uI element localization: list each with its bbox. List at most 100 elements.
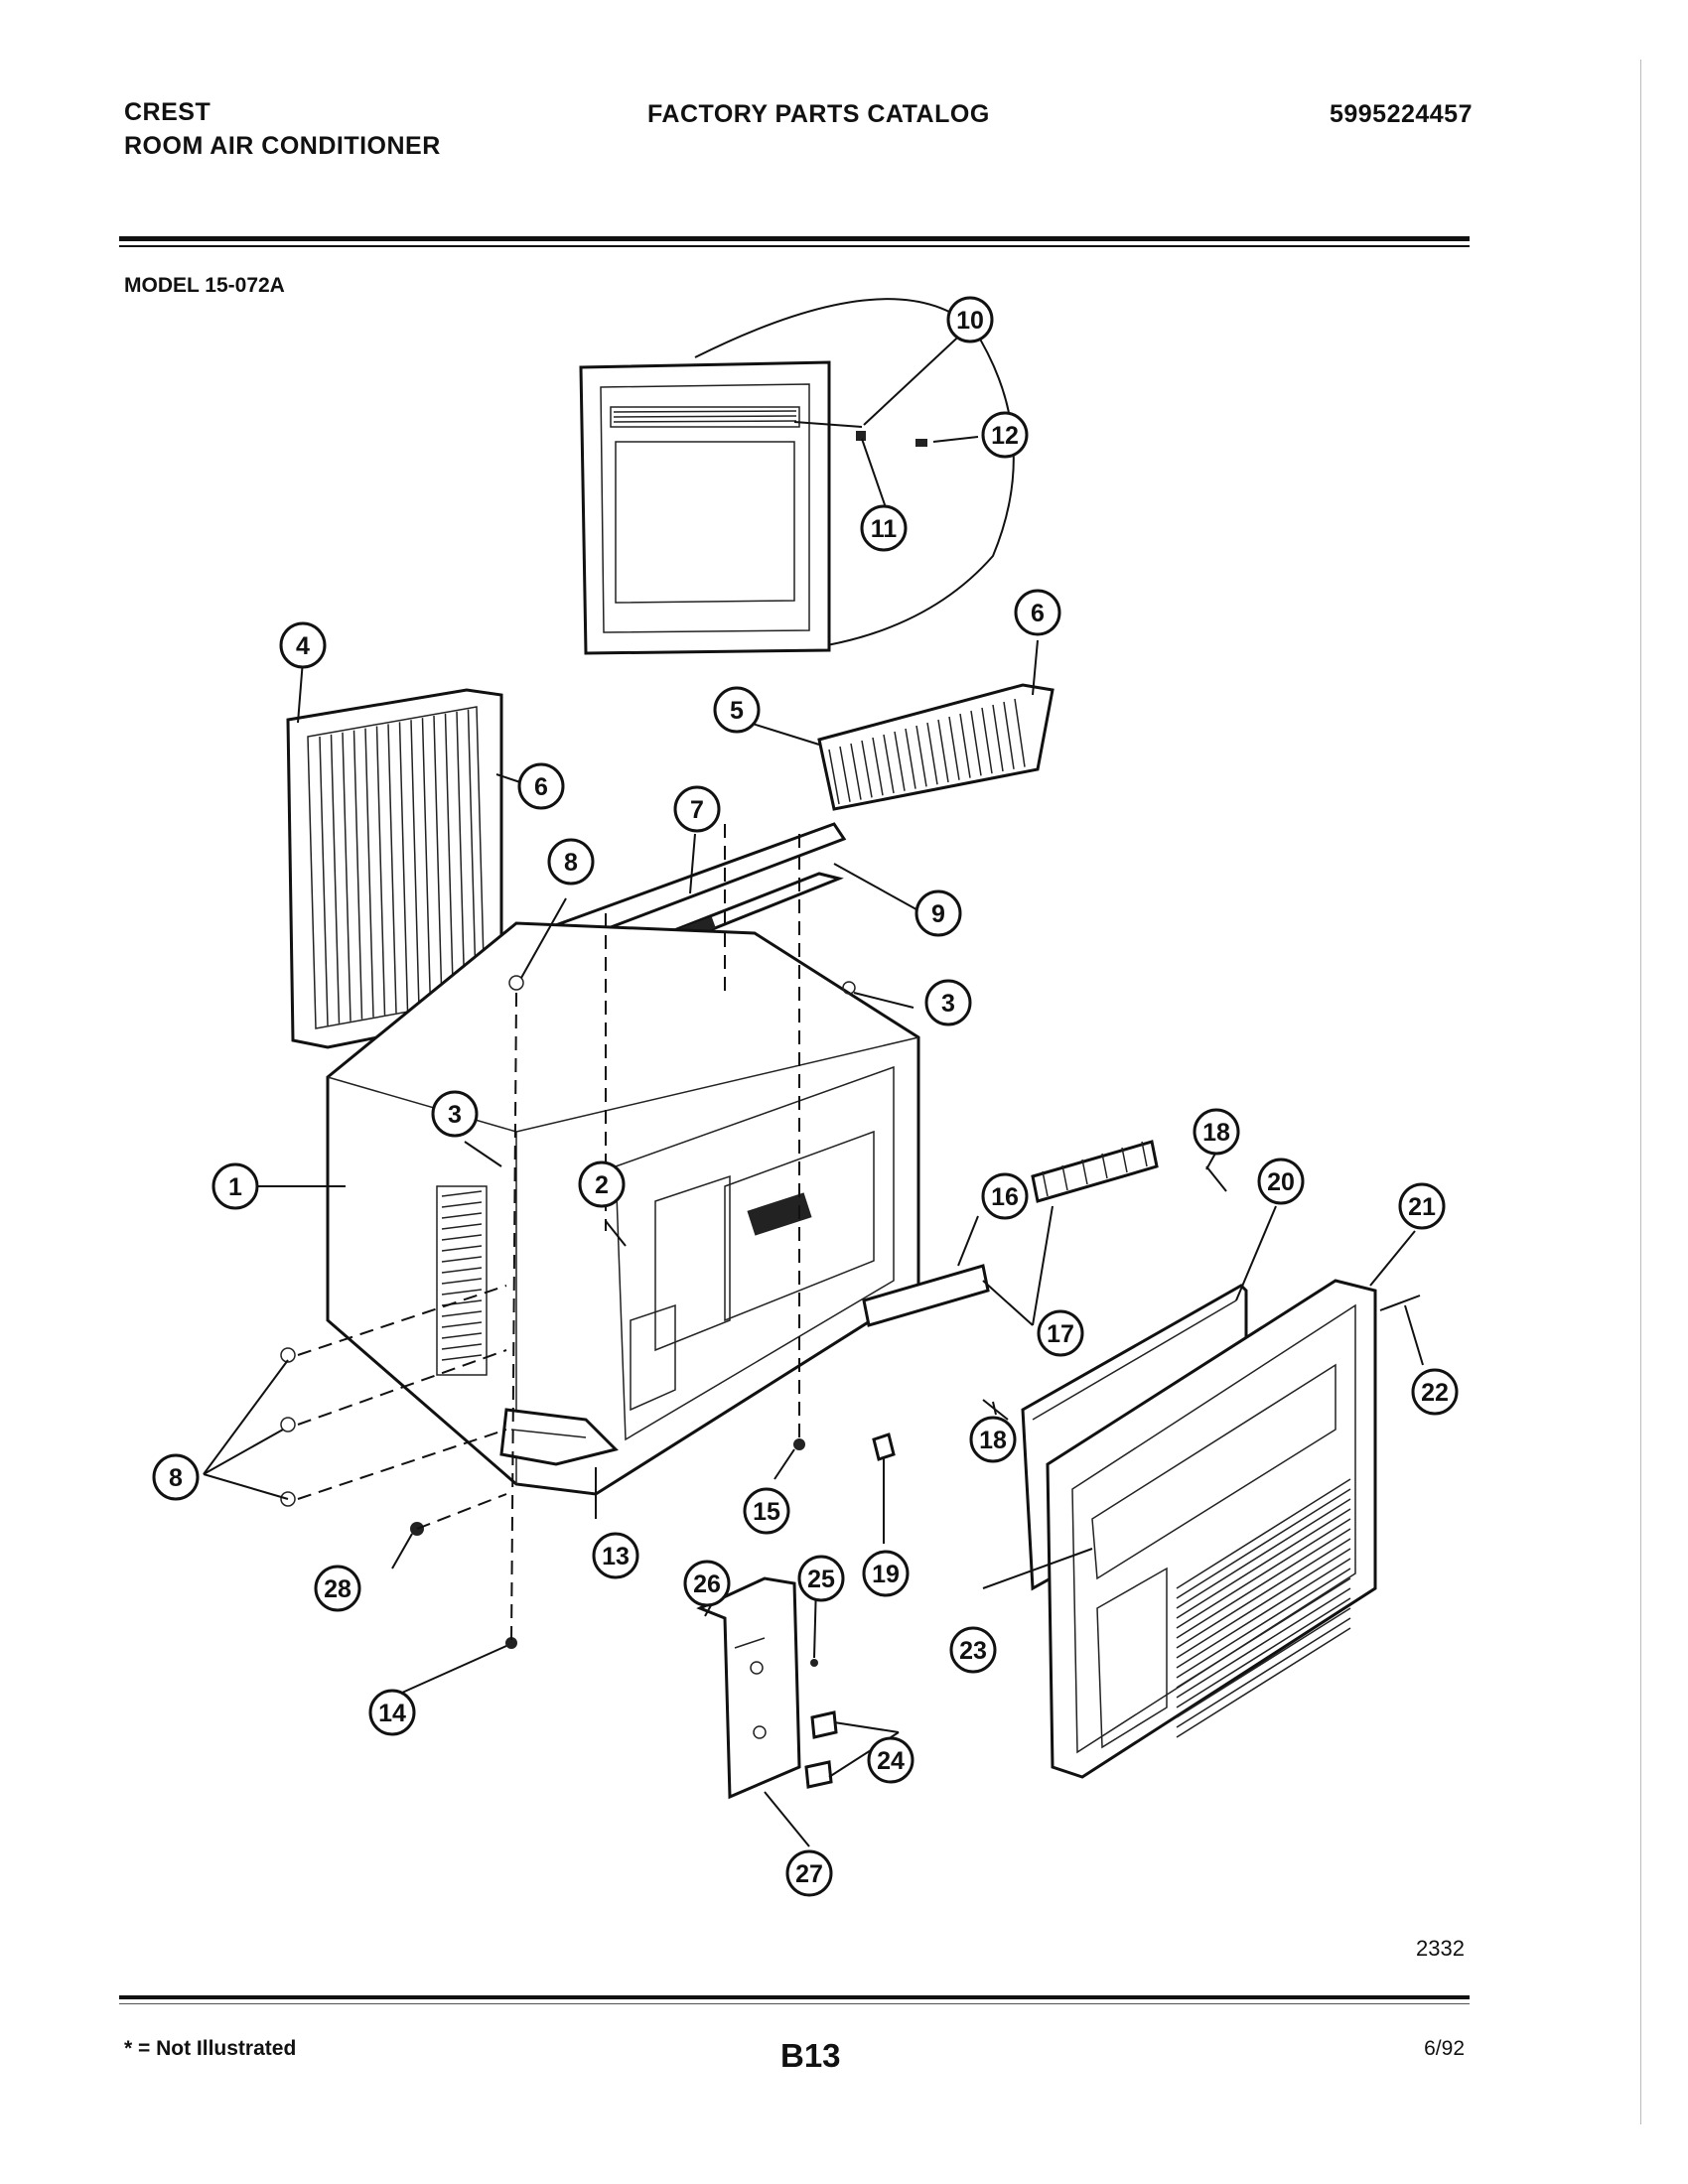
callout-label: 12 (991, 422, 1019, 450)
callout-c24: 24 (867, 1736, 914, 1784)
callout-circle (949, 1626, 997, 1674)
callout-c27: 27 (785, 1849, 833, 1897)
callout-circle (592, 1532, 639, 1579)
callout-circle (368, 1689, 416, 1736)
panel-louvers-stroke (1176, 1587, 1351, 1699)
panel-louvers-stroke (1176, 1478, 1351, 1589)
callout-circle (946, 296, 994, 343)
callout-c1: 1 (211, 1162, 259, 1210)
callout-circle (981, 1172, 1029, 1220)
filter-pleats-stroke (905, 728, 916, 789)
callout-c11: 11 (860, 504, 908, 552)
panel-louvers-stroke (1176, 1538, 1351, 1649)
callout-c13: 13 (592, 1532, 639, 1579)
callout-c5: 5 (713, 686, 761, 734)
grille-slats-stroke (364, 728, 374, 1018)
callout-label: 7 (690, 796, 704, 824)
callout-c6a: 6 (517, 762, 565, 810)
side-louvers-stroke (441, 1223, 483, 1230)
side-louvers-stroke (441, 1256, 483, 1263)
filter-pleats-stroke (872, 737, 884, 796)
grille-slats-stroke (410, 720, 420, 1010)
panel-louvers-stroke (1176, 1568, 1351, 1679)
filter-pleats-stroke (937, 719, 949, 783)
callout-circle (785, 1849, 833, 1897)
panel-louvers-stroke (1176, 1528, 1351, 1639)
callout-c4: 4 (279, 621, 327, 669)
callout-label: 18 (1202, 1119, 1230, 1147)
callout-label: 6 (534, 773, 548, 801)
filter-pleats-stroke (948, 716, 960, 780)
callout-circle (578, 1160, 626, 1208)
callout-c3a: 3 (924, 979, 972, 1026)
grille-slats-stroke (342, 732, 352, 1022)
callout-c6b: 6 (1014, 589, 1061, 636)
callout-c18a: 18 (1193, 1108, 1240, 1156)
side-louvers-stroke (441, 1343, 483, 1350)
grille-slats-stroke (433, 715, 443, 1006)
panel-louvers-stroke (1176, 1607, 1351, 1718)
side-louvers-stroke (441, 1332, 483, 1339)
louver-fins-stroke (1042, 1170, 1049, 1197)
side-louvers-stroke (441, 1267, 483, 1274)
panel-louvers-stroke (1176, 1498, 1351, 1609)
callout-c22: 22 (1411, 1368, 1459, 1416)
scan-edge (1640, 60, 1641, 2124)
side-louvers-stroke (441, 1212, 483, 1219)
part-louvers (862, 1140, 1159, 1327)
callout-label: 14 (378, 1700, 406, 1727)
callout-c16: 16 (981, 1172, 1029, 1220)
panel-louvers-stroke (1176, 1558, 1351, 1669)
callout-c8b: 8 (152, 1453, 200, 1501)
callout-c3b: 3 (431, 1090, 479, 1138)
filter-pleats-stroke (992, 704, 1004, 772)
callout-label: 3 (941, 990, 955, 1018)
callout-circle (743, 1487, 790, 1535)
callout-label: 26 (693, 1570, 721, 1598)
callout-c9: 9 (914, 889, 962, 937)
callout-label: 16 (991, 1183, 1019, 1211)
grille-slats-stroke (444, 713, 455, 1003)
side-louvers-stroke (441, 1289, 483, 1296)
side-louvers-stroke (441, 1190, 483, 1197)
panel-louvers-stroke (1176, 1617, 1351, 1728)
grille-slats-stroke (421, 718, 432, 1008)
louver-fins-stroke (1061, 1164, 1068, 1191)
callout-c25: 25 (797, 1555, 845, 1602)
header-rule (119, 236, 1470, 241)
callout-label: 19 (872, 1561, 900, 1588)
callout-label: 25 (807, 1566, 835, 1593)
callout-circle (797, 1555, 845, 1602)
filter-pleats-stroke (861, 740, 873, 798)
inset-detail (579, 298, 1015, 655)
louver-fins-stroke (1141, 1141, 1148, 1167)
side-louvers-stroke (441, 1321, 483, 1328)
part-front-panel (1021, 1279, 1421, 1779)
callout-circle (969, 1416, 1017, 1463)
callout-c23: 23 (949, 1626, 997, 1674)
panel-louvers-stroke (1176, 1577, 1351, 1689)
filter-pleats-stroke (959, 713, 971, 778)
callout-circle (1398, 1182, 1446, 1230)
callout-circle (517, 762, 565, 810)
callout-c8a: 8 (547, 838, 595, 886)
callout-circle (431, 1090, 479, 1138)
louver-fins-stroke (1081, 1159, 1088, 1185)
callout-circle (314, 1565, 361, 1612)
callout-label: 23 (959, 1637, 987, 1665)
callout-c14: 14 (368, 1689, 416, 1736)
callout-c10: 10 (946, 296, 994, 343)
grille-slats-stroke (467, 709, 478, 999)
callout-label: 10 (956, 307, 984, 335)
callout-label: 6 (1031, 600, 1045, 627)
grille-slats-stroke (330, 734, 341, 1024)
model-number: MODEL 15-072A (124, 274, 285, 297)
grille-slats-stroke (319, 736, 329, 1026)
alignment-lines (297, 824, 800, 1644)
panel-louvers-stroke (1176, 1597, 1351, 1708)
callout-label: 3 (448, 1101, 462, 1129)
part-control-panel (696, 1576, 838, 1800)
footer-rule-thin (119, 2003, 1470, 2004)
callout-c20: 20 (1257, 1158, 1305, 1205)
